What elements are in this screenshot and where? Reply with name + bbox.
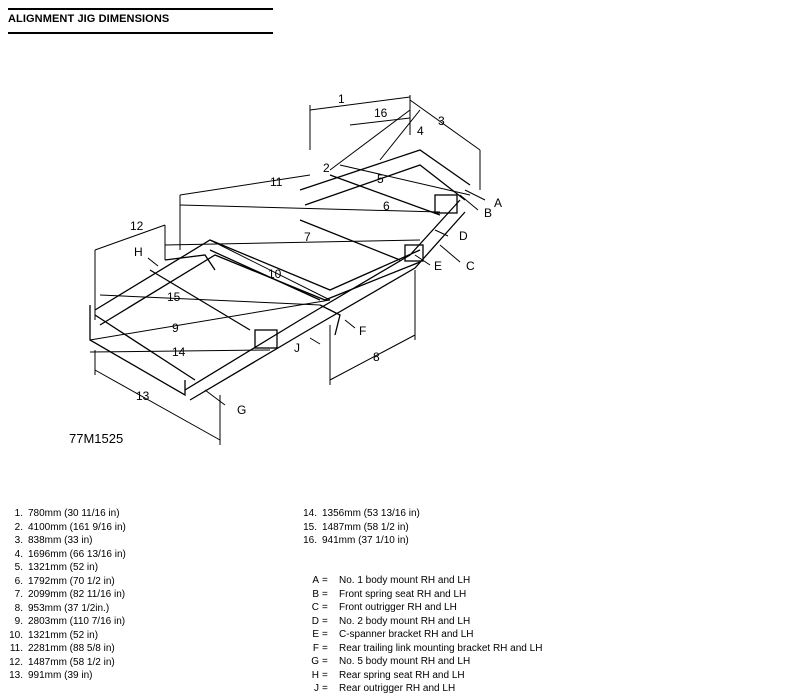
dimension-row: 3.838mm (33 in) — [14, 535, 93, 546]
dimension-line-12 — [94, 224, 166, 251]
page-title: ALIGNMENT JIG DIMENSIONS — [8, 13, 170, 25]
callout-5: 5 — [377, 172, 384, 186]
dimension-line-15 — [99, 294, 321, 306]
dimension-row: 14.1356mm (53 13/16 in) — [303, 508, 420, 519]
dimension-list-continued: 14.1356mm (53 13/16 in) 15.1487mm (58 1/… — [276, 507, 420, 548]
legend-row: E=C-spanner bracket RH and LH — [312, 629, 474, 640]
dimension-row: 10.1321mm (52 in) — [9, 629, 99, 641]
dimension-line-9 — [89, 299, 331, 341]
legend-row: D=No. 2 body mount RH and LH — [311, 615, 471, 627]
cross-member-1 — [329, 174, 441, 216]
dimension-line-2 — [329, 109, 411, 171]
chassis-diagram: 1 16 3 4 2 5 11 6 7 12 10 15 9 14 8 13 A… — [89, 92, 502, 445]
mid-bracket — [404, 244, 424, 262]
dimension-row: 7.2099mm (82 11/16 in) — [14, 589, 126, 600]
dimension-row: 11.2281mm (88 5/8 in) — [9, 643, 115, 654]
dimension-list: 1.780mm (30 11/16 in) 2.4100mm (161 9/16… — [0, 507, 126, 683]
callout-4: 4 — [417, 124, 424, 138]
callout-9: 9 — [172, 321, 179, 335]
callout-10: 10 — [268, 267, 282, 281]
dimension-row: 4.1696mm (66 13/16 in) — [14, 548, 126, 560]
legend-row: J=Rear outrigger RH and LH — [314, 683, 456, 694]
callout-8: 8 — [373, 350, 380, 364]
front-rail-top — [299, 149, 471, 191]
dimension-line-16 — [349, 117, 411, 126]
callout-F: F — [359, 324, 366, 338]
front-rail-bottom — [304, 164, 466, 206]
callout-16: 16 — [374, 106, 388, 120]
right-chassis-rail-inner — [189, 211, 466, 401]
dimension-line-4 — [379, 109, 421, 161]
title-bar: ALIGNMENT JIG DIMENSIONS — [8, 8, 273, 34]
legend-row: H=Rear spring seat RH and LH — [311, 669, 465, 681]
legend-row: A=No. 1 body mount RH and LH — [312, 575, 471, 586]
figure-code: 77M1525 — [69, 431, 124, 446]
dimension-row: 13.991mm (39 in) — [9, 670, 93, 681]
dimension-line-1 — [309, 96, 411, 111]
callout-11: 11 — [270, 175, 283, 189]
callout-12: 12 — [130, 219, 144, 233]
dimension-row: 8.953mm (37 1/2in.) — [14, 602, 110, 614]
rear-cross-member — [89, 305, 186, 397]
dimension-row: 12.1487mm (58 1/2 in) — [9, 656, 115, 668]
legend-row: B=Front spring seat RH and LH — [312, 588, 467, 600]
dimension-row: 15.1487mm (58 1/2 in) — [303, 521, 409, 533]
callout-7: 7 — [304, 230, 311, 244]
callout-14: 14 — [172, 345, 186, 359]
legend-row: G=No. 5 body mount RH and LH — [311, 656, 471, 667]
outrigger-left — [164, 254, 216, 271]
left-chassis-rail — [94, 239, 421, 311]
callout-13: 13 — [136, 389, 150, 403]
dimension-line-7 — [164, 239, 421, 246]
callout-J: J — [294, 341, 300, 355]
dimension-line-5 — [339, 164, 471, 196]
dimension-row: 5.1321mm (52 in) — [14, 562, 99, 573]
outrigger-right — [319, 304, 341, 336]
dimension-row: 1.780mm (30 11/16 in) — [14, 508, 120, 519]
legend-row: C=Front outrigger RH and LH — [311, 602, 457, 613]
dimension-line-6 — [179, 204, 441, 213]
dimension-line-3 — [409, 99, 481, 151]
cross-member-4 — [94, 314, 196, 381]
callout-1: 1 — [338, 92, 345, 106]
dimension-row: 2.4100mm (161 9/16 in) — [14, 521, 126, 533]
callout-C: C — [466, 259, 475, 273]
callout-B: B — [484, 206, 492, 220]
dimension-row: 6.1792mm (70 1/2 in) — [14, 575, 115, 587]
callout-3: 3 — [438, 114, 445, 128]
callout-2: 2 — [323, 161, 330, 175]
callout-A: A — [494, 196, 502, 210]
rear-bracket — [254, 329, 278, 349]
dimension-line-13 — [94, 369, 221, 441]
callout-H: H — [134, 245, 143, 259]
cross-member-2 — [299, 219, 401, 261]
callout-D: D — [459, 229, 468, 243]
callout-6: 6 — [383, 199, 390, 213]
dimension-line-8 — [329, 334, 416, 381]
callout-15: 15 — [167, 290, 181, 304]
front-bracket — [434, 194, 458, 214]
dimension-row: 9.2803mm (110 7/16 in) — [14, 616, 126, 627]
callout-E: E — [434, 259, 442, 273]
legend-row: F=Rear trailing link mounting bracket RH… — [312, 642, 543, 654]
right-chassis-rail — [184, 199, 461, 391]
callout-G: G — [237, 403, 246, 417]
dimension-line-11 — [179, 174, 311, 196]
dimension-row: 16.941mm (37 1/10 in) — [303, 535, 409, 546]
measuring-point-legend: A=No. 1 body mount RH and LH B=Front spr… — [276, 574, 542, 696]
cross-member-3 — [209, 249, 321, 301]
dimension-line-14 — [89, 349, 271, 353]
dimension-line-10 — [209, 239, 331, 301]
